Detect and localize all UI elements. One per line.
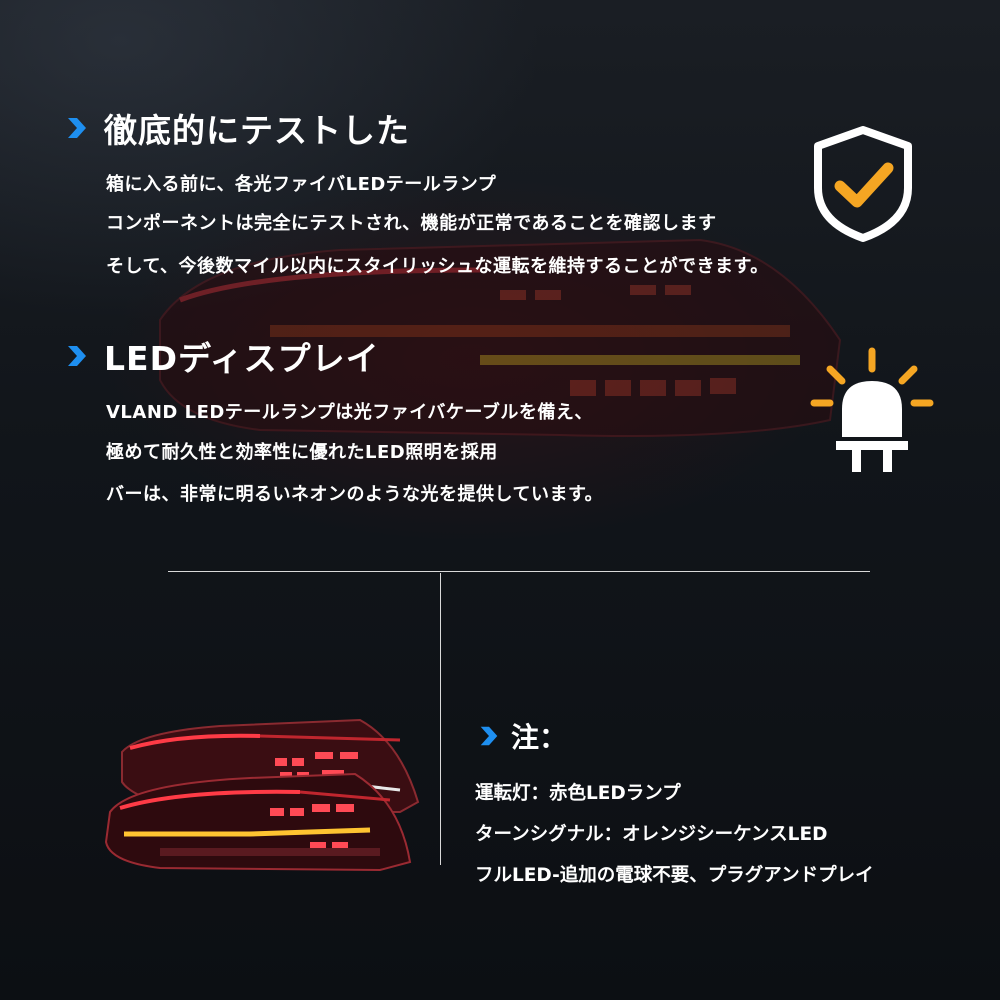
section-title-text: LEDディスプレイ	[104, 339, 380, 378]
section-title-led-display: LEDディスプレイ	[64, 332, 380, 380]
section-title-text: 徹底的にテストした	[104, 111, 410, 150]
section1-line-2: コンポーネントは完全にテストされ、機能が正常であることを確認します	[106, 213, 717, 234]
note-title-text: 注：	[511, 721, 568, 754]
note-line-3: フルLED-追加の電球不要、プラグアンドプレイ	[475, 865, 874, 886]
taillight-product-image	[104, 718, 420, 872]
led-bulb-icon	[810, 347, 934, 472]
section-title-tested: 徹底的にテストした	[64, 104, 410, 152]
horizontal-divider	[168, 571, 870, 572]
background-taillight-image	[159, 238, 842, 437]
note-line-1: 運転灯：赤色LEDランプ	[475, 783, 681, 804]
chevron-right-icon	[480, 726, 498, 746]
section2-line-2: 極めて耐久性と効率性に優れたLED照明を採用	[106, 442, 498, 463]
section1-line-1: 箱に入る前に、各光ファイバLEDテールランプ	[106, 174, 497, 195]
note-title: 注：	[477, 716, 567, 756]
chevron-right-icon	[68, 346, 86, 366]
section2-line-1: VLAND LEDテールランプは光ファイバケーブルを備え、	[106, 402, 593, 423]
vertical-divider	[440, 573, 441, 865]
section2-line-3: バーは、非常に明るいネオンのような光を提供しています。	[106, 484, 604, 505]
chevron-right-icon	[68, 118, 86, 138]
note-line-2: ターンシグナル：オレンジシーケンスLED	[475, 824, 828, 845]
section1-line-3: そして、今後数マイル以内にスタイリッシュな運転を維持することができます。	[106, 256, 769, 277]
shield-check-icon	[814, 126, 912, 242]
